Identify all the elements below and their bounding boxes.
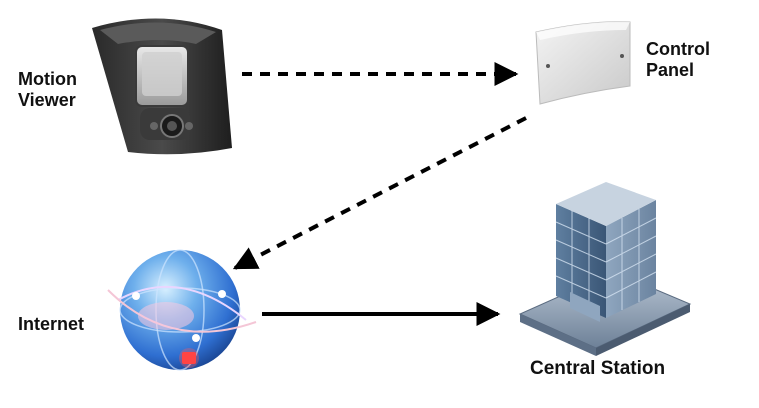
edge-panel-to-internet-arrow: [232, 116, 527, 270]
control-panel-label-line2: Panel: [646, 60, 695, 80]
control-panel-label: Control Panel: [646, 39, 710, 81]
motion-viewer-label-line1: Motion: [18, 69, 77, 89]
control-panel-label-line1: Control: [646, 39, 710, 59]
motion-viewer-label-line2: Viewer: [18, 90, 76, 110]
motion-viewer-label: Motion Viewer: [18, 69, 77, 111]
control-panel-box-icon: [535, 21, 631, 105]
internet-label: Internet: [18, 314, 85, 334]
motion-camera-icon: [92, 18, 232, 155]
central-station-label: Central Station: [530, 358, 666, 379]
globe-network-icon: [107, 249, 257, 371]
office-building-icon: [518, 182, 692, 356]
